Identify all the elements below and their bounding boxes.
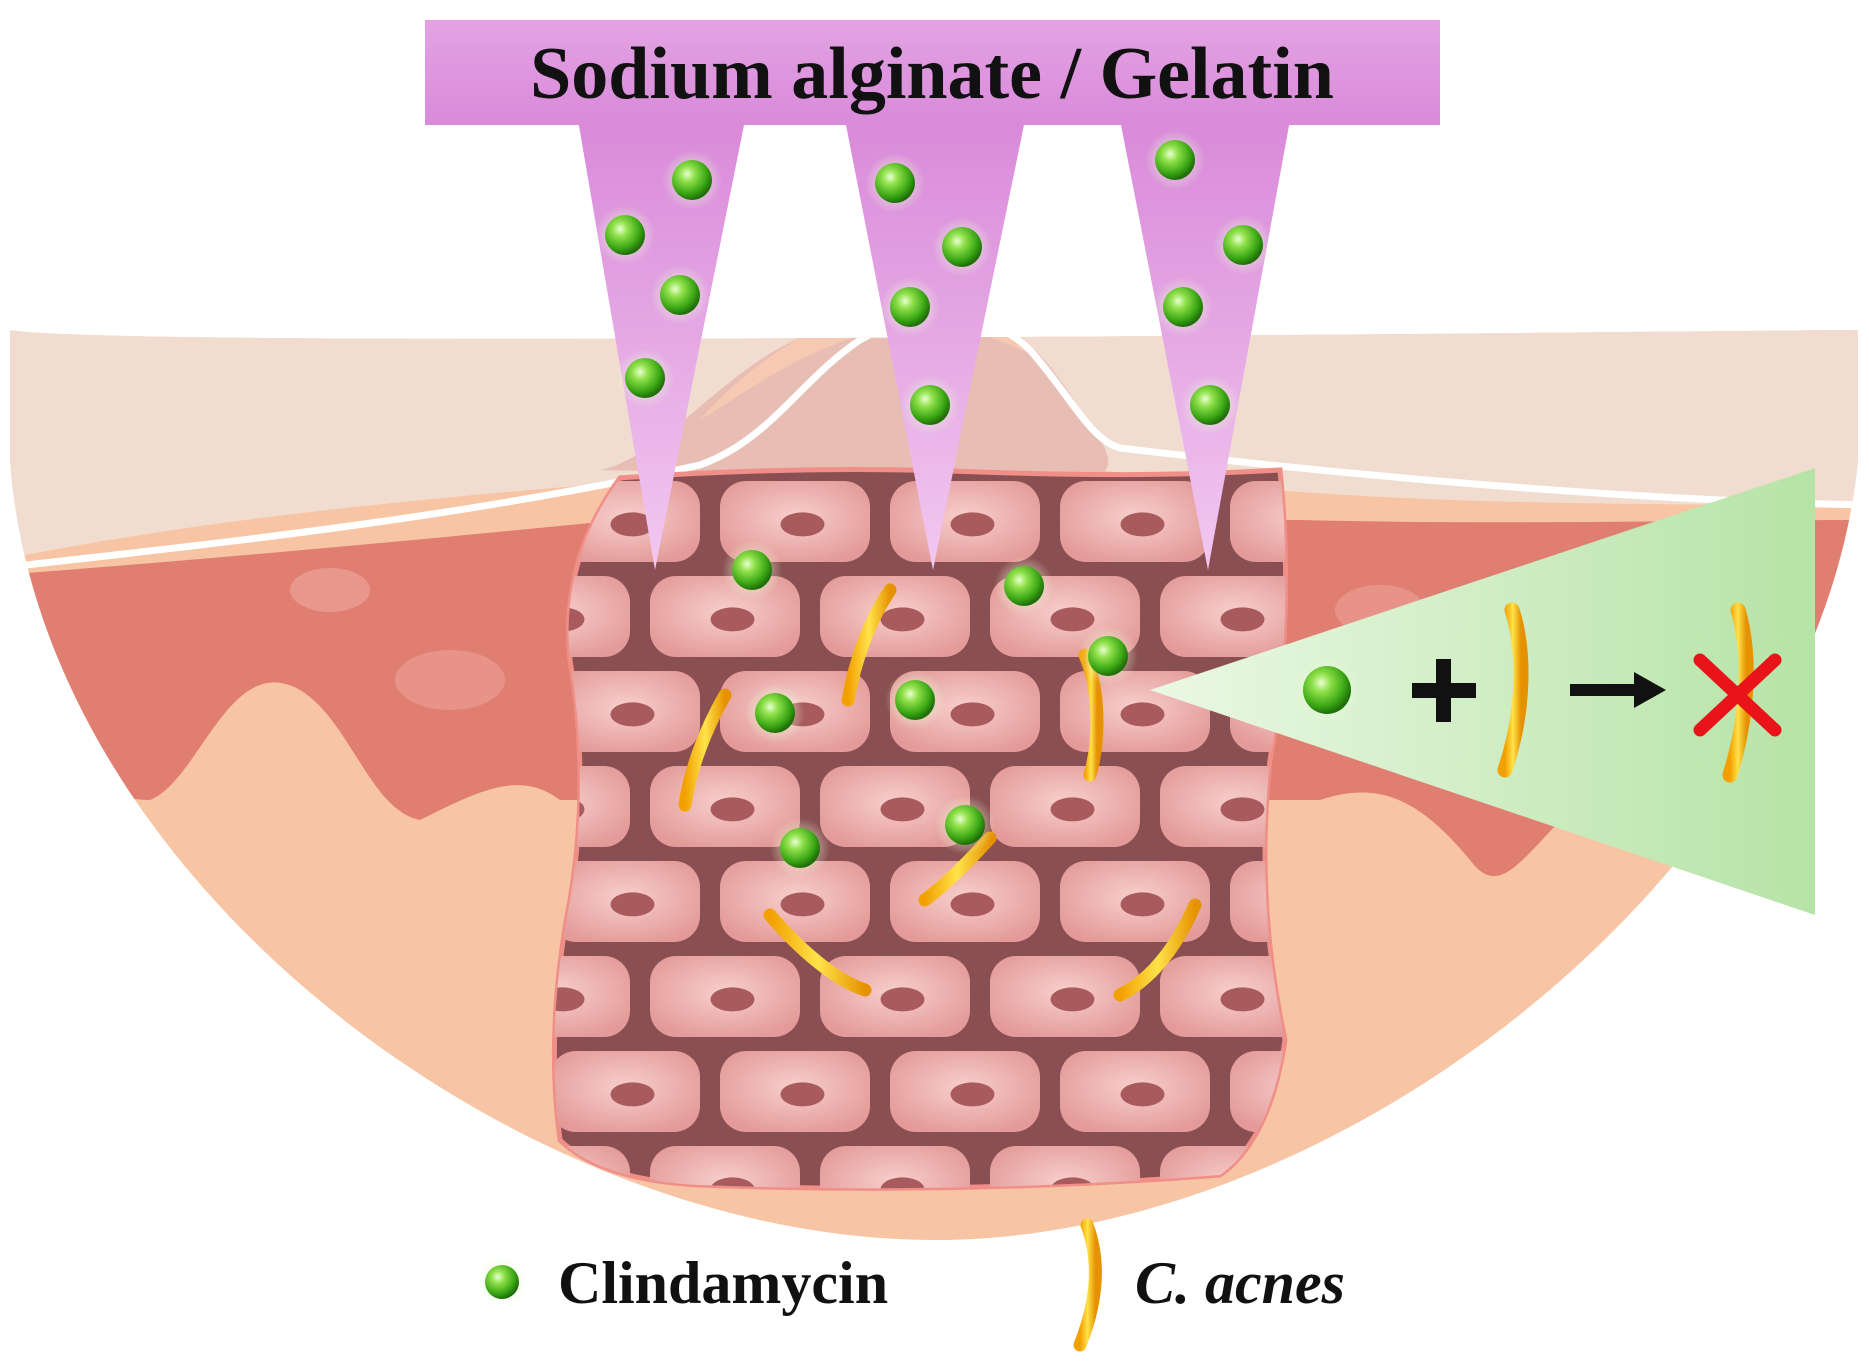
microneedle-base-banner bbox=[425, 20, 1440, 125]
zoom-drug-icon bbox=[1293, 656, 1361, 724]
clindamycin-particle bbox=[770, 818, 830, 878]
skin-surface-line bbox=[10, 330, 1858, 572]
clindamycin-particle bbox=[932, 217, 992, 277]
clindamycin-particle bbox=[662, 150, 722, 210]
red-x-icon bbox=[1693, 653, 1782, 737]
skin-cell bbox=[1330, 1146, 1480, 1227]
right-arrow-icon bbox=[1570, 672, 1666, 708]
clindamycin-particles bbox=[595, 130, 1273, 878]
skin-cell bbox=[554, 671, 700, 752]
skin-cell bbox=[650, 576, 800, 657]
skin-cell bbox=[720, 861, 870, 942]
bacteria-rod bbox=[678, 688, 732, 812]
clindamycin-particle bbox=[1213, 215, 1273, 275]
clindamycin-particle bbox=[650, 265, 710, 325]
skin-cell bbox=[820, 956, 970, 1037]
skin-cell bbox=[1060, 481, 1210, 562]
skin-cell bbox=[820, 766, 970, 847]
skin-cell bbox=[554, 1051, 700, 1132]
legend-bacteria-icon bbox=[1073, 1218, 1102, 1352]
clindamycin-particle bbox=[1078, 626, 1138, 686]
skin-cell bbox=[650, 956, 800, 1037]
skin-cell bbox=[1060, 1051, 1210, 1132]
skin-cell bbox=[820, 1146, 970, 1189]
skin-cell bbox=[720, 1051, 870, 1132]
skin-cell bbox=[890, 481, 1040, 562]
skin-cell bbox=[1060, 861, 1210, 942]
clindamycin-particle bbox=[595, 205, 655, 265]
bacteria-rod bbox=[1113, 898, 1202, 1002]
skin-cell bbox=[554, 1146, 630, 1189]
skin-cell bbox=[820, 576, 970, 657]
clindamycin-particle bbox=[745, 683, 805, 743]
skin-cell bbox=[890, 1051, 1040, 1132]
clindamycin-particle bbox=[1153, 277, 1213, 337]
clindamycin-particle bbox=[615, 348, 675, 408]
skin-cell bbox=[1160, 956, 1286, 1037]
skin-bump bbox=[600, 330, 1109, 479]
clindamycin-particle bbox=[1180, 375, 1240, 435]
clindamycin-particle bbox=[865, 153, 925, 213]
legend-drug-icon bbox=[476, 1256, 528, 1308]
clindamycin-particle bbox=[885, 670, 945, 730]
clindamycin-particle bbox=[722, 540, 782, 600]
legend-bacteria-label: C. acnes bbox=[1135, 1250, 1345, 1316]
zoom-bacteria-icon bbox=[1497, 602, 1529, 778]
figure-title: Sodium alginate / Gelatin bbox=[530, 33, 1334, 115]
bacteria-rod bbox=[841, 583, 897, 707]
skin-cell bbox=[890, 861, 1040, 942]
plus-icon bbox=[1412, 659, 1476, 722]
skin-cell bbox=[1230, 481, 1286, 562]
clindamycin-particle bbox=[994, 556, 1054, 616]
zoom-callout bbox=[1150, 468, 1815, 915]
skin-cell bbox=[1160, 576, 1286, 657]
skin-cell bbox=[310, 1146, 460, 1227]
bacteria-rod bbox=[763, 908, 872, 997]
clindamycin-particle bbox=[935, 795, 995, 855]
legend: Clindamycin C. acnes bbox=[476, 1218, 1345, 1352]
legend-drug-label: Clindamycin bbox=[558, 1250, 888, 1316]
zoom-panel bbox=[1150, 468, 1815, 915]
skin-cell bbox=[554, 861, 700, 942]
clindamycin-particle bbox=[1145, 130, 1205, 190]
skin-cell bbox=[990, 766, 1140, 847]
skin-cell bbox=[990, 956, 1140, 1037]
clindamycin-particle bbox=[880, 277, 940, 337]
clindamycin-particle bbox=[900, 375, 960, 435]
